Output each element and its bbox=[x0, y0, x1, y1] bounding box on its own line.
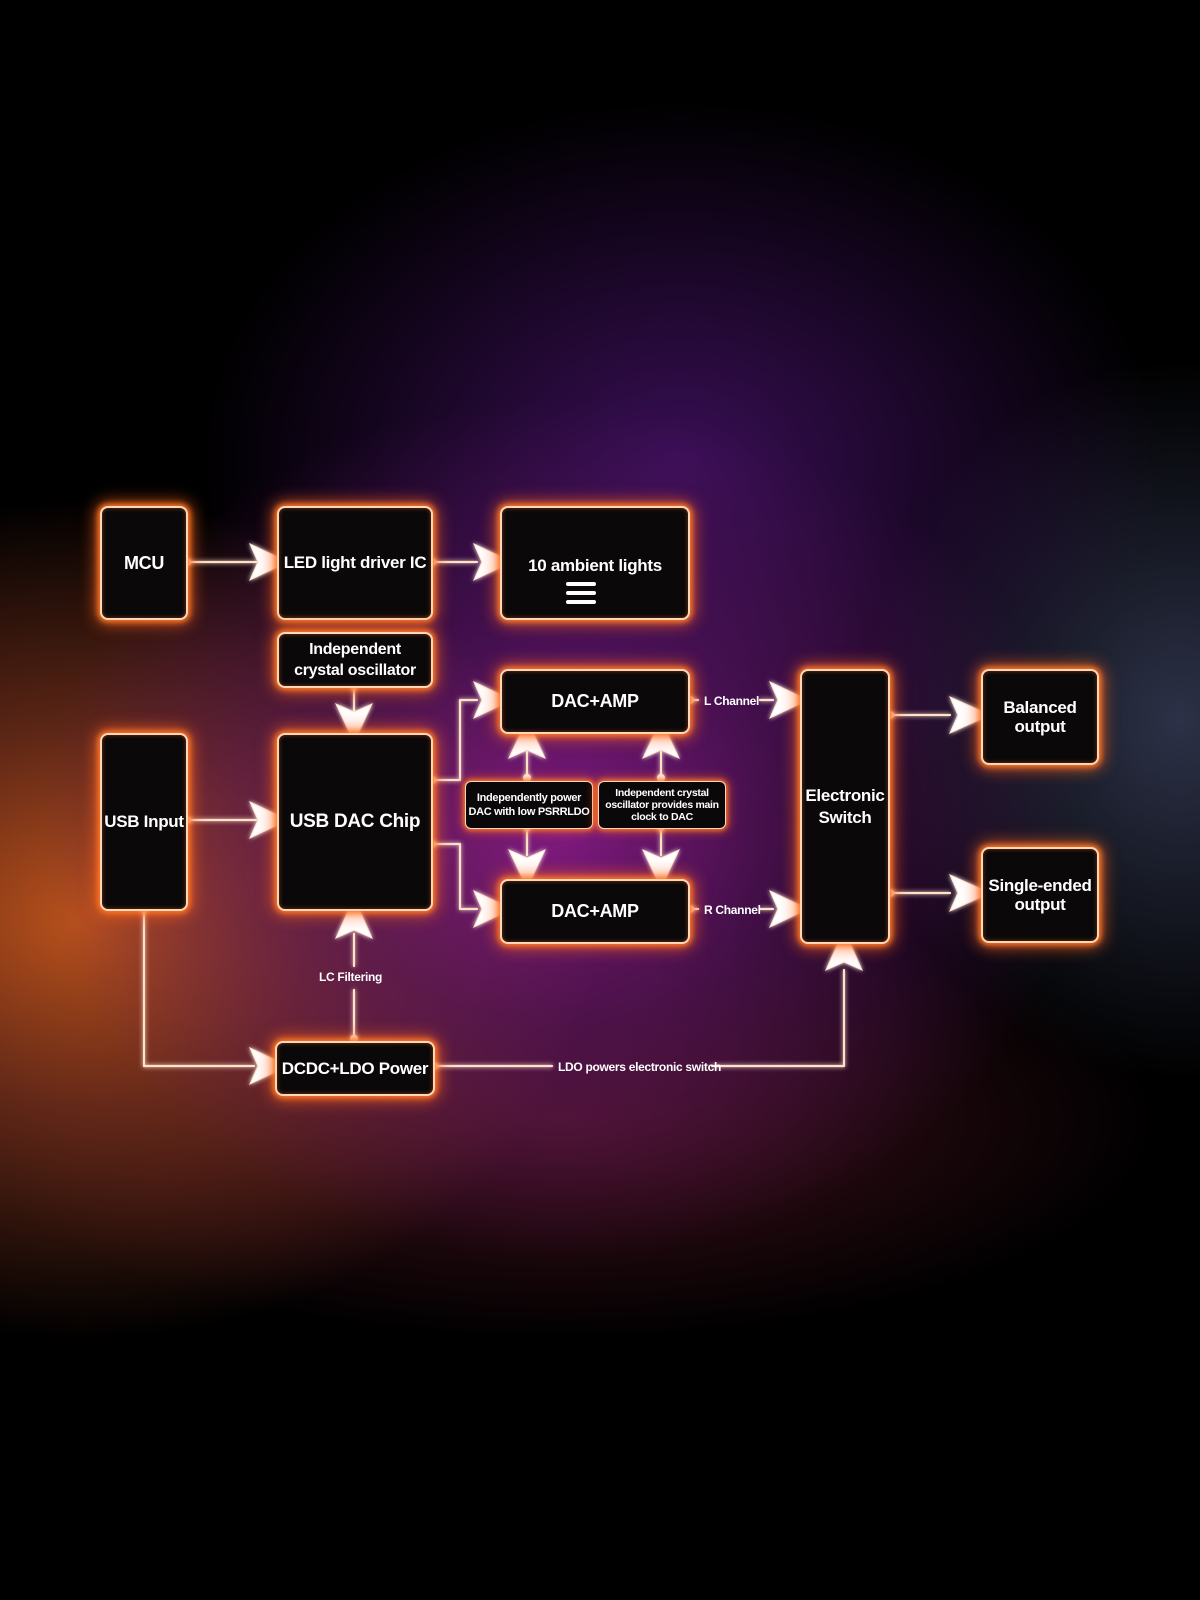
node-usb-dac-chip-label: USB DAC Chip bbox=[289, 811, 421, 832]
edge-dac-chip-dac-amp-r bbox=[430, 842, 479, 911]
node-balanced-output-label: Balanced output bbox=[1003, 698, 1077, 736]
node-power-note: Independently power DAC with low PSRRLDO bbox=[465, 781, 593, 829]
node-power-note-label: Independently power DAC with low PSRRLDO bbox=[468, 792, 590, 818]
node-usb-input: USB Input bbox=[100, 733, 188, 911]
arrowhead-lc-dac-chip bbox=[335, 896, 373, 939]
arrowhead-dac-amp-l bbox=[472, 680, 514, 720]
arrowhead-led-driver-ambient bbox=[472, 542, 514, 582]
arrowhead-r-channel bbox=[768, 889, 810, 929]
node-dac-amp-right-label: DAC+AMP bbox=[551, 901, 639, 921]
connector-dot bbox=[657, 774, 665, 782]
arrowhead-usb-input-dac-chip bbox=[248, 800, 290, 840]
node-balanced-output: Balanced output bbox=[981, 669, 1099, 765]
node-led-driver-label: LED light driver IC bbox=[283, 553, 427, 572]
node-dcdc-ldo-power: DCDC+LDO Power bbox=[275, 1041, 435, 1096]
arrowhead-balanced bbox=[949, 696, 992, 734]
node-crystal-note-label: Independent crystal oscillator provides … bbox=[605, 787, 719, 823]
arrowhead-power-note-dac-amp-r bbox=[507, 848, 547, 890]
node-usb-input-label: USB Input bbox=[104, 812, 184, 831]
node-usb-dac-chip: USB DAC Chip bbox=[277, 733, 433, 911]
edge-label-lc-filtering: LC Filtering bbox=[319, 970, 383, 984]
node-electronic-switch-label: Electronic Switch bbox=[805, 785, 885, 827]
node-crystal-oscillator: Independent crystal oscillator bbox=[277, 632, 433, 688]
edge-dac-chip-dac-amp-l bbox=[430, 698, 479, 782]
node-crystal-oscillator-label: Independent crystal oscillator bbox=[294, 641, 416, 679]
arrowhead-dac-amp-r bbox=[472, 889, 514, 929]
node-crystal-note: Independent crystal oscillator provides … bbox=[598, 781, 726, 829]
node-mcu-label: MCU bbox=[123, 552, 165, 573]
edge-dcdc-switch bbox=[432, 968, 846, 1068]
edge-usb-input-dcdc bbox=[142, 907, 256, 1068]
arrowhead-mcu-led-driver bbox=[248, 542, 290, 582]
arrowhead-crystal-note-dac-amp-r bbox=[641, 848, 681, 890]
node-dcdc-ldo-power-label: DCDC+LDO Power bbox=[281, 1058, 429, 1078]
node-electronic-switch: Electronic Switch bbox=[800, 669, 890, 944]
menu-icon bbox=[566, 582, 596, 608]
node-mcu: MCU bbox=[100, 506, 188, 620]
node-ambient-lights-label: 10 ambient lights bbox=[528, 556, 662, 575]
arrowhead-crystal-dac-chip bbox=[334, 702, 374, 744]
node-dac-amp-left-label: DAC+AMP bbox=[551, 691, 639, 711]
arrowhead-l-channel bbox=[768, 680, 810, 720]
node-single-ended-output-label: Single-ended output bbox=[988, 876, 1092, 914]
arrowhead-single-ended bbox=[949, 874, 992, 912]
node-dac-amp-left: DAC+AMP bbox=[500, 669, 690, 734]
edge-label-l-channel: L Channel bbox=[704, 694, 760, 708]
node-dac-amp-right: DAC+AMP bbox=[500, 879, 690, 944]
node-single-ended-output: Single-ended output bbox=[981, 847, 1099, 943]
connector-dot bbox=[523, 774, 531, 782]
node-led-driver: LED light driver IC bbox=[277, 506, 433, 620]
edge-label-r-channel: R Channel bbox=[704, 903, 761, 917]
edge-label-ldo-switch: LDO powers electronic switch bbox=[558, 1060, 721, 1074]
